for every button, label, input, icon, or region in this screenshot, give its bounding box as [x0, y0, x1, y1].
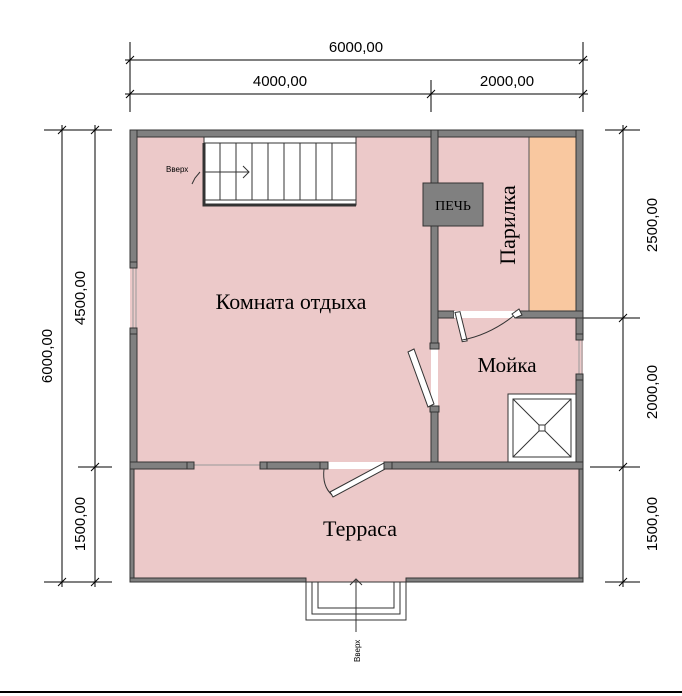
dim-right-top: 2500,00: [644, 198, 661, 252]
stove: ПЕЧЬ: [422, 182, 484, 227]
dim-top-total: 6000,00: [329, 39, 383, 56]
top-dimensions: 6000,00 4000,00 2000,00: [125, 39, 588, 112]
room-labels: Комната отдыха Мойка Парилка Терраса: [216, 185, 538, 541]
door-leaf-wash: [407, 348, 435, 408]
entrance-steps: Вверх: [305, 578, 407, 662]
shower-tray: [507, 393, 577, 463]
windows: [129, 261, 584, 470]
stove-label: ПЕЧЬ: [435, 199, 471, 214]
wash-room-label: Мойка: [477, 353, 537, 377]
right-dimensions: 2500,00 2000,00 1500,00: [575, 125, 661, 587]
staircase: Вверх: [166, 136, 357, 207]
entry-up-label: Вверх: [353, 640, 362, 662]
dim-right-bottom: 1500,00: [644, 497, 661, 551]
bench: [528, 136, 577, 312]
dim-left-upper: 4500,00: [72, 271, 89, 325]
left-dimensions: 6000,00 4500,00 1500,00: [39, 125, 112, 587]
door-leaf-steam: [454, 311, 468, 343]
dim-top-left: 4000,00: [253, 73, 307, 90]
dim-top-right: 2000,00: [480, 73, 534, 90]
stairs-up-label: Вверх: [166, 165, 188, 174]
terrace-label: Терраса: [323, 516, 397, 541]
dim-left-total: 6000,00: [39, 329, 56, 383]
steam-room-label: Парилка: [495, 185, 520, 265]
rest-room-label: Комната отдыха: [216, 289, 367, 314]
doors: [319, 308, 523, 498]
dim-right-middle: 2000,00: [644, 365, 661, 419]
dim-left-lower: 1500,00: [72, 497, 89, 551]
